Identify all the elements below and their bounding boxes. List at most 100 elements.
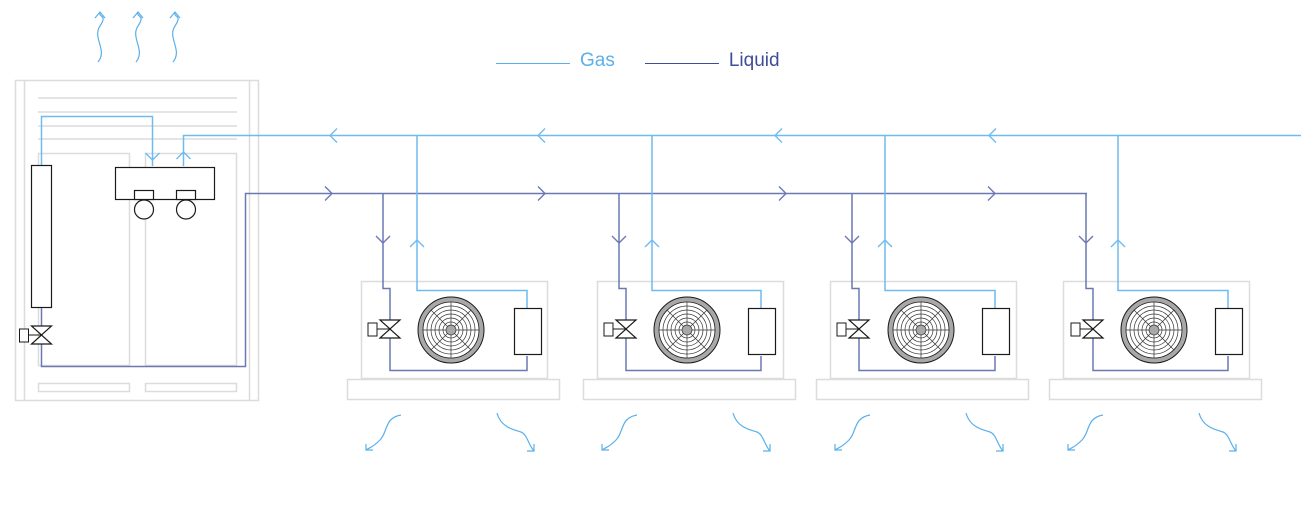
liquid-flow-arrow xyxy=(324,186,333,201)
evaporator-coil xyxy=(747,307,777,356)
gas-flow-arrow xyxy=(988,128,997,143)
legend-liquid: Liquid xyxy=(644,50,780,72)
receiver-tank xyxy=(30,164,53,309)
exhaust-air-arrow xyxy=(135,11,142,63)
gas-flow-arrow xyxy=(329,128,338,143)
evaporator-coil xyxy=(981,307,1011,356)
liquid-header xyxy=(40,192,1087,368)
valve-actuator xyxy=(836,322,847,337)
expansion-valve xyxy=(603,319,638,339)
valve-bottom xyxy=(847,328,871,339)
exhaust-arrowhead xyxy=(132,11,144,19)
airflow-left-head xyxy=(601,444,609,451)
airflow-right xyxy=(1198,412,1237,452)
gas-branch-arrow xyxy=(877,239,893,248)
airflow-right-head xyxy=(763,444,771,452)
liquid-branch-arrow xyxy=(1078,235,1094,244)
exhaust-air-arrow xyxy=(97,11,104,63)
fan-hub xyxy=(1148,324,1160,336)
gas-branch xyxy=(884,135,996,308)
evaporator-base xyxy=(582,378,797,401)
expansion-valve xyxy=(1070,319,1105,339)
condensing-unit xyxy=(14,11,1301,402)
fan-hub xyxy=(915,324,927,336)
gas-branch-arrow xyxy=(644,239,660,248)
liquid-flow-arrow xyxy=(537,186,546,201)
evaporator-1 xyxy=(346,135,561,401)
vent-left xyxy=(37,382,131,393)
liquid-branch-arrow xyxy=(611,235,627,244)
fan-hub xyxy=(445,324,457,336)
compressor-1-motor xyxy=(133,199,155,220)
legend: Gas Liquid xyxy=(496,50,810,72)
airflow-left-head xyxy=(365,444,373,451)
gas-arrow-down xyxy=(145,152,160,161)
compressor-1-body xyxy=(133,189,155,201)
liquid-branch-arrow xyxy=(844,235,860,244)
airflow-right xyxy=(965,412,1004,452)
vent-right xyxy=(144,382,238,393)
valve-actuator xyxy=(603,322,614,337)
condenser-expansion-valve xyxy=(19,325,54,345)
evaporator-base xyxy=(1048,378,1263,401)
gas-branch xyxy=(416,135,528,308)
gas-line-receiver xyxy=(40,115,154,166)
gas-flow-arrow xyxy=(774,128,783,143)
compressor-rack xyxy=(114,166,216,201)
airflow-left xyxy=(365,414,402,451)
valve-top xyxy=(29,325,54,336)
gas-branch-arrow xyxy=(1110,239,1126,248)
exhaust-air-arrow xyxy=(172,11,179,63)
valve-actuator xyxy=(367,322,378,337)
airflow-left xyxy=(834,414,871,451)
fan-hub xyxy=(681,324,693,336)
airflow-left xyxy=(1067,414,1104,451)
expansion-valve xyxy=(367,319,402,339)
evaporator-4 xyxy=(1048,135,1263,401)
pipe-network xyxy=(324,128,997,201)
valve-top xyxy=(378,319,402,330)
legend-liquid-label: Liquid xyxy=(728,50,780,71)
legend-gas-label: Gas xyxy=(580,50,615,71)
airflow-left-head xyxy=(1067,444,1075,451)
airflow-right xyxy=(496,412,535,452)
gas-branch-arrow xyxy=(409,239,425,248)
evaporator-housing xyxy=(360,280,549,380)
exhaust-arrowhead xyxy=(94,11,106,19)
gas-branch xyxy=(651,135,762,308)
valve-bottom xyxy=(29,334,54,345)
evaporator-3 xyxy=(815,135,1030,401)
evaporator-coil xyxy=(513,307,543,356)
valve-top xyxy=(847,319,871,330)
gas-suction-header-feed xyxy=(182,134,1301,166)
valve-bottom xyxy=(378,328,402,339)
compressor-2-body xyxy=(175,189,197,201)
evaporator-base xyxy=(815,378,1030,401)
liquid-flow-arrow xyxy=(987,186,996,201)
evaporator-housing xyxy=(596,280,785,380)
liquid-flow-arrow xyxy=(778,186,787,201)
evaporator-housing xyxy=(1062,280,1251,380)
housing-outer xyxy=(14,79,260,402)
expansion-valve xyxy=(836,319,871,339)
valve-bottom xyxy=(614,328,638,339)
gas-arrow-up xyxy=(176,151,191,160)
evaporator-coil xyxy=(1214,307,1244,356)
gas-branch xyxy=(1117,135,1229,308)
exhaust-arrowhead xyxy=(169,11,181,19)
valve-top xyxy=(614,319,638,330)
gas-flow-arrow xyxy=(537,128,546,143)
legend-gas-swatch xyxy=(496,62,570,64)
valve-actuator xyxy=(1070,322,1081,337)
valve-actuator xyxy=(19,328,29,343)
airflow-arrows xyxy=(365,412,1237,452)
airflow-right-head xyxy=(527,444,535,452)
airflow-right xyxy=(732,412,771,452)
compressor-2-motor xyxy=(175,199,197,220)
airflow-left xyxy=(601,414,638,451)
evaporator-2 xyxy=(582,135,797,401)
evaporator-base xyxy=(346,378,561,401)
airflow-right-head xyxy=(996,444,1004,452)
valve-bottom xyxy=(1081,328,1105,339)
